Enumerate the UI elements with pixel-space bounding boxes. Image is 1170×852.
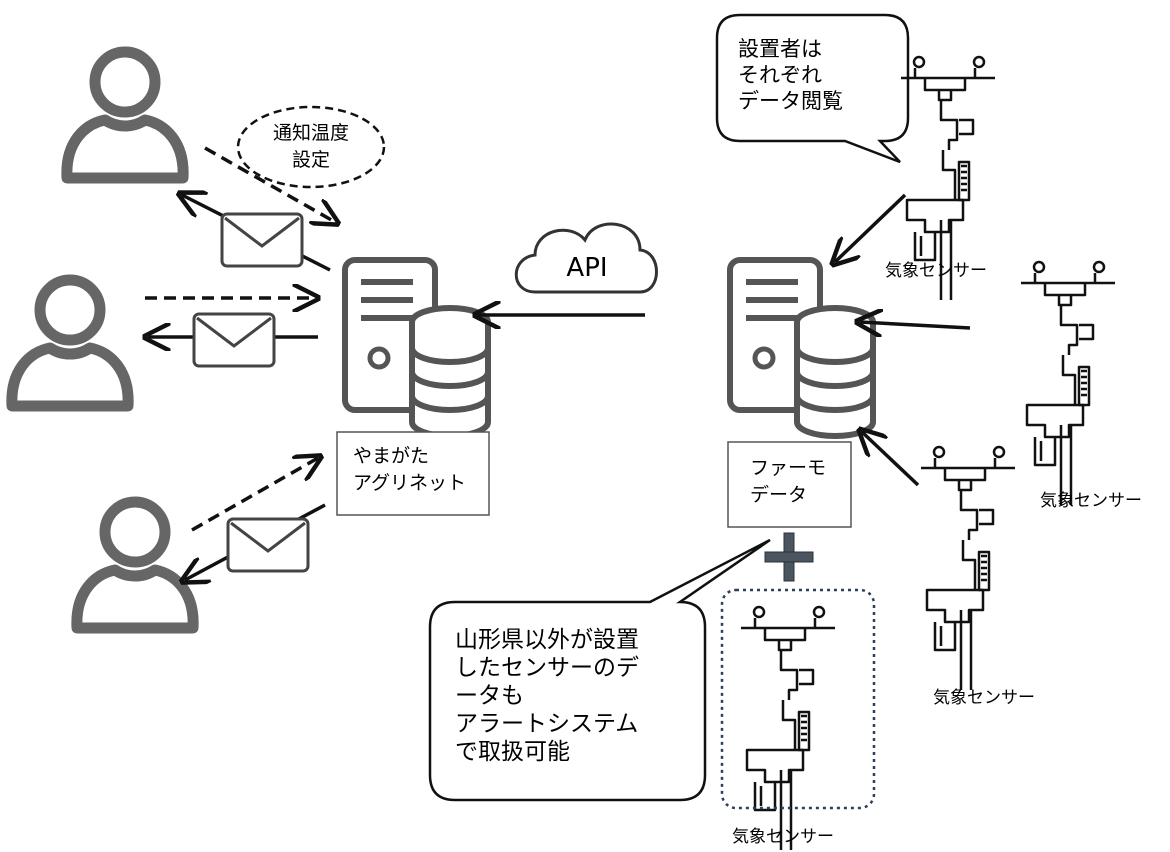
sensor-label-1: 気象センサー — [885, 261, 987, 281]
yamagata-server-line1: やまがた — [353, 445, 429, 467]
farmo-server-line1: ファーモ — [750, 457, 826, 479]
alert-callout — [428, 538, 771, 802]
dashed-arrow-top-user — [204, 146, 335, 222]
farmo-server-line2: データ — [750, 484, 807, 506]
notify-setting-line1: 通知温度 — [273, 122, 349, 144]
notify-setting-bubble — [236, 105, 386, 189]
notify-setting-line2: 設定 — [292, 149, 330, 171]
sensor3-arrow — [862, 432, 920, 487]
installer-callout-line2: それぞれ — [738, 63, 822, 87]
sensor-icon-2 — [1019, 260, 1117, 507]
sensor2-arrow — [860, 322, 971, 328]
api-label: API — [566, 253, 607, 283]
alert-callout-line3: ータも — [455, 683, 524, 709]
added-sensor-box — [720, 588, 876, 810]
installer-callout — [715, 13, 910, 164]
envelope-icon-middle — [192, 312, 276, 368]
sensor-label-4: 気象センサー — [732, 827, 834, 847]
user-icon-bottom — [77, 502, 193, 628]
sensor-icon-4 — [739, 605, 837, 852]
installer-callout-line3: データ閲覧 — [738, 89, 843, 113]
dashed-arrow-bottom-user — [191, 458, 318, 532]
sensor1-arrow — [835, 193, 907, 262]
yamagata-server-line2: アグリネット — [353, 472, 466, 494]
yamagata-server-label-box — [336, 431, 490, 516]
alert-callout-line5: で取扱可能 — [455, 739, 570, 765]
user-icon-top — [67, 52, 183, 178]
user-icon-middle — [12, 280, 128, 406]
yamagata-server-icon — [345, 260, 488, 436]
sensor-label-3: 気象センサー — [933, 688, 1035, 708]
farmo-server-label-box — [727, 441, 852, 528]
envelope-icon-bottom — [226, 517, 310, 573]
farmo-server-icon — [730, 260, 873, 436]
envelope-icon-top — [220, 212, 304, 268]
plus-icon — [764, 532, 814, 582]
cloud-icon — [514, 222, 658, 294]
installer-callout-line1: 設置者は — [738, 37, 822, 61]
alert-callout-line1: 山形県以外が設置 — [455, 627, 639, 653]
alert-callout-line2: したセンサーのデ — [455, 655, 639, 681]
alert-callout-line4: アラートシステム — [455, 711, 638, 737]
sensor-label-2: 気象センサー — [1040, 491, 1142, 511]
sensor-icon-3 — [919, 445, 1017, 692]
